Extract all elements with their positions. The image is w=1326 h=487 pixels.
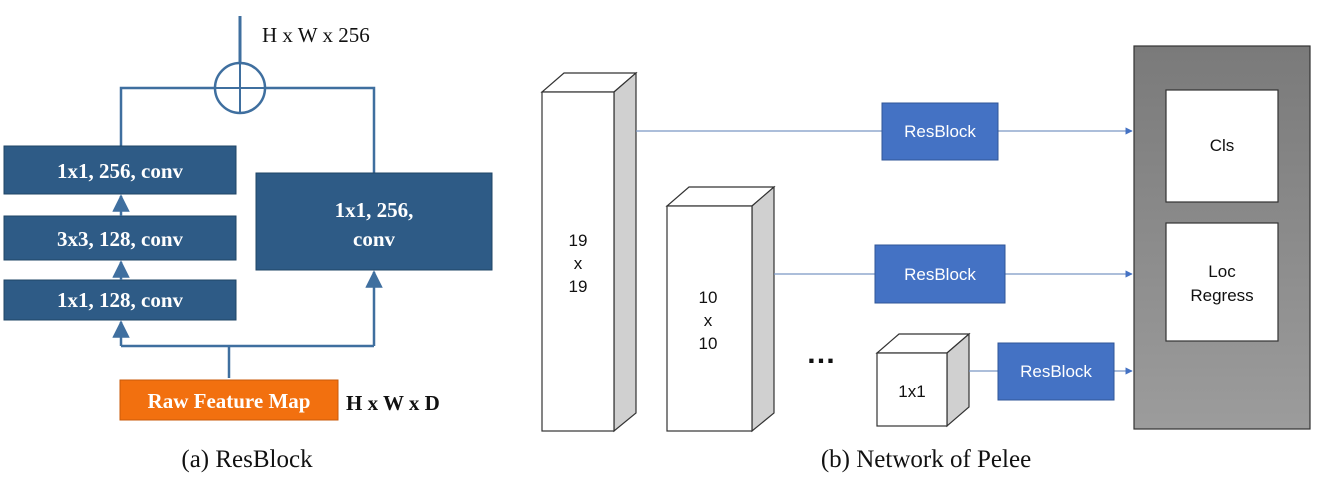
feature-map-10-label-1: 10 <box>699 288 718 307</box>
cls-label: Cls <box>1210 136 1235 155</box>
pelee-diagram: 19 x 19 10 x 10 … 1x1 <box>540 45 1311 473</box>
conv-block-1x1-256-label: 1x1, 256, conv <box>57 159 184 183</box>
loc-regress-box <box>1165 222 1279 342</box>
feature-map-10-label-3: 10 <box>699 334 718 353</box>
feature-map-19-label-1: 19 <box>569 231 588 250</box>
caption-b: (b) Network of Pelee <box>821 446 1031 473</box>
conv-block-3x3-128 <box>3 215 237 261</box>
input-shape-label: H x W x D <box>346 391 440 415</box>
resblock-box-1-label: ResBlock <box>904 122 976 141</box>
resblock-box-1 <box>881 102 999 161</box>
loc-label-line1: Loc <box>1208 262 1236 281</box>
feature-map-1-label: 1x1 <box>898 382 925 401</box>
shortcut-conv-label-line1: 1x1, 256, <box>335 198 414 222</box>
resblock-diagram: H x W x 256 1x1, 256, conv 3x3, 128, con… <box>3 16 493 473</box>
raw-feature-map-block <box>119 379 339 421</box>
caption-a: (a) ResBlock <box>181 446 313 473</box>
ellipsis: … <box>806 337 836 370</box>
resblock-box-3 <box>997 342 1115 401</box>
conv-block-1x1-128 <box>3 279 237 321</box>
feature-map-10-label-2: x <box>704 311 713 330</box>
conv-block-1x1-128-label: 1x1, 128, conv <box>57 288 184 312</box>
feature-map-10: 10 x 10 <box>665 185 776 433</box>
conv-block-3x3-128-label: 3x3, 128, conv <box>57 227 184 251</box>
shortcut-conv-label-line2: conv <box>353 227 396 251</box>
output-shape-label: H x W x 256 <box>262 23 370 47</box>
feature-map-19-label-3: 19 <box>569 277 588 296</box>
resblock-box-2 <box>874 244 1006 304</box>
resblock-box-3-label: ResBlock <box>1020 362 1092 381</box>
feature-map-19-label-2: x <box>574 254 583 273</box>
raw-feature-map-label: Raw Feature Map <box>148 389 311 413</box>
cls-box <box>1165 89 1279 203</box>
loc-label-line2: Regress <box>1190 286 1253 305</box>
main-branch-to-sum <box>119 86 215 146</box>
conv-block-1x1-256 <box>3 145 237 195</box>
resblock-box-2-label: ResBlock <box>904 265 976 284</box>
sum-node <box>213 61 267 115</box>
feature-map-19: 19 x 19 <box>540 71 638 433</box>
shortcut-conv-block <box>255 172 493 271</box>
shortcut-branch-to-sum <box>265 86 376 173</box>
feature-map-1: 1x1 <box>875 332 971 428</box>
